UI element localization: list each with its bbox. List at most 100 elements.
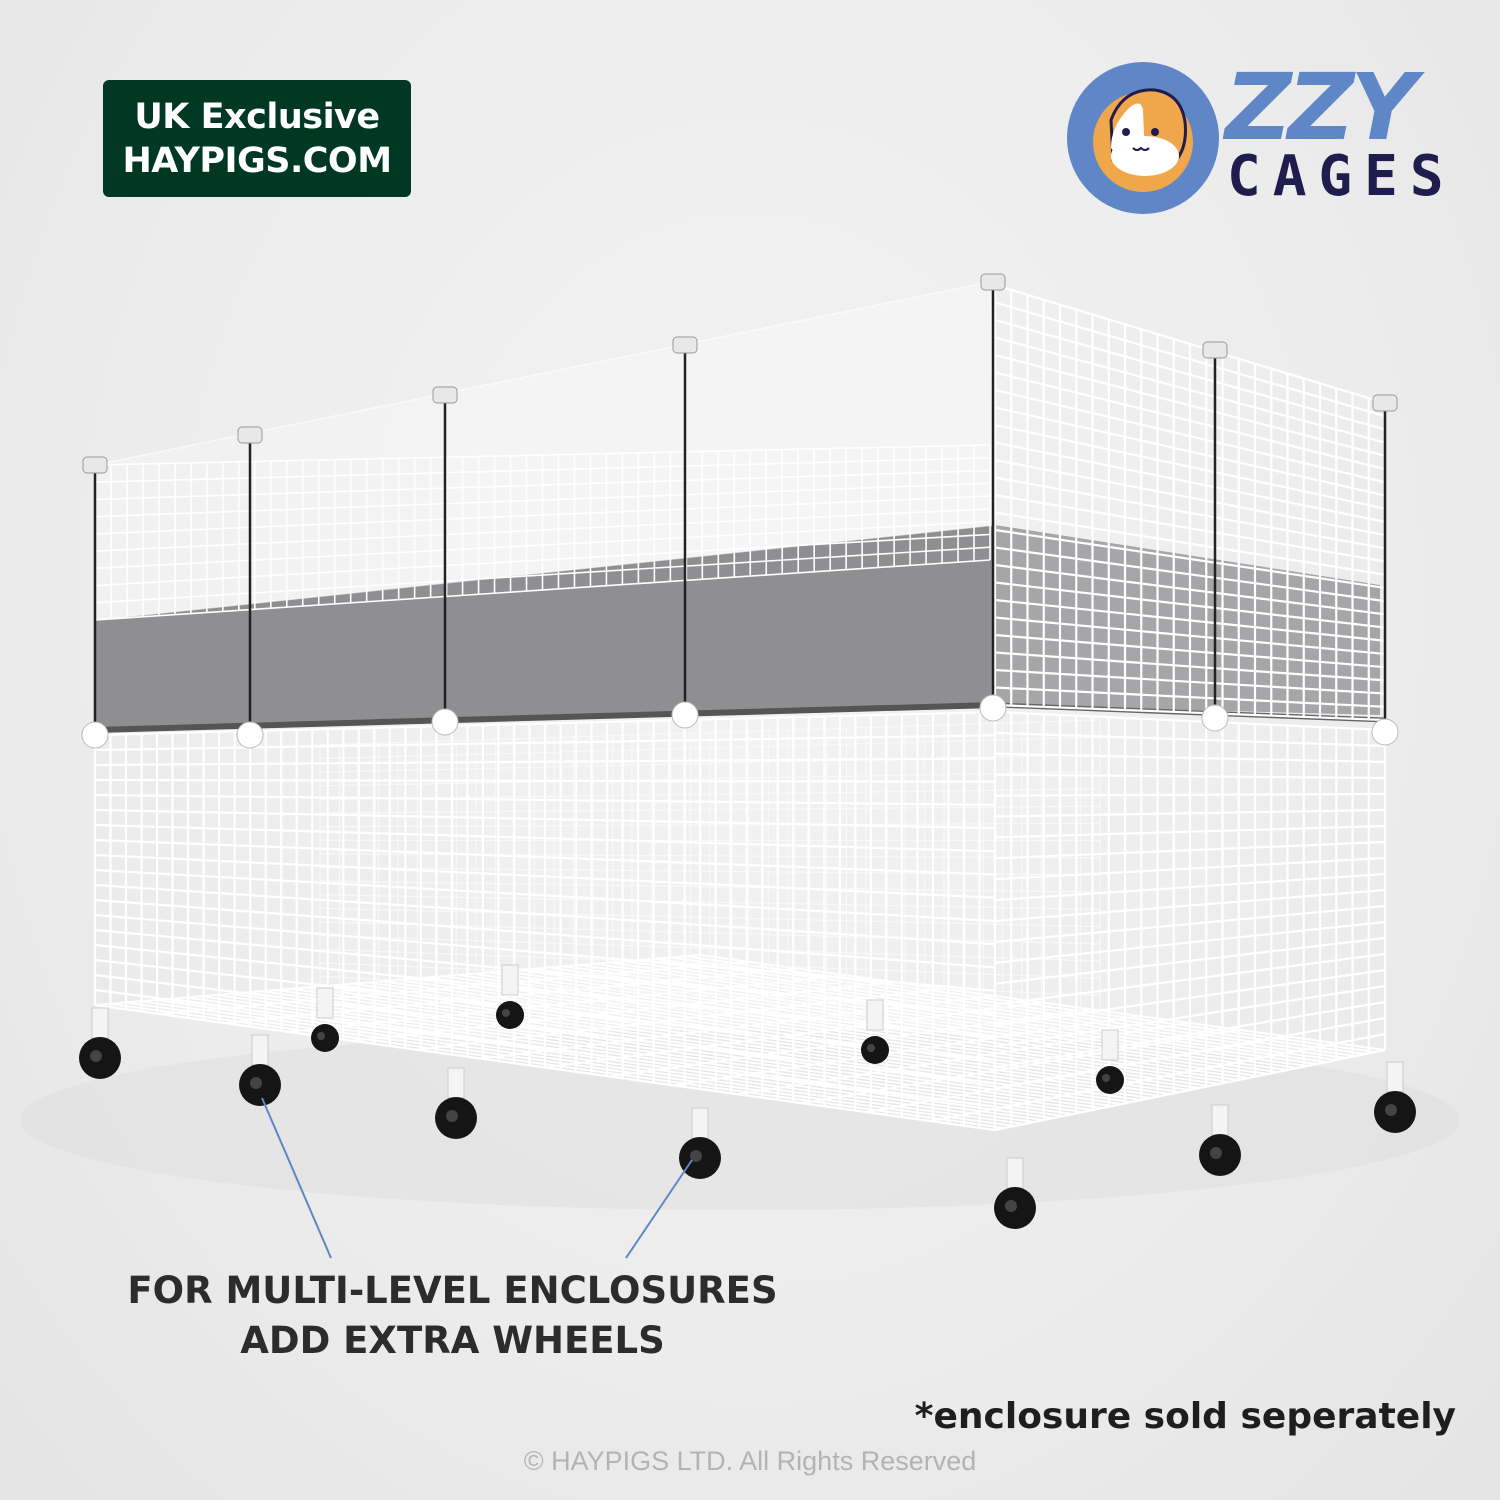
grid-wire xyxy=(994,441,1386,523)
grid-wire xyxy=(94,808,996,830)
grid-wire xyxy=(994,1000,1386,1069)
grid-wire xyxy=(319,989,1101,1031)
connector-cap xyxy=(1202,341,1228,359)
caster-stem xyxy=(1211,1104,1229,1136)
sold-separately-note: *enclosure sold seperately xyxy=(914,1396,1456,1437)
grid-wire xyxy=(994,563,1386,616)
grid-wire xyxy=(319,736,1101,760)
grid-wire xyxy=(994,773,1386,780)
caster-hub xyxy=(446,1110,458,1122)
grid-wire xyxy=(319,753,1101,773)
caster-stem xyxy=(91,1007,109,1039)
grid-wire xyxy=(94,988,996,1108)
caster-wheel-icon xyxy=(496,1001,524,1029)
grid-wire xyxy=(94,943,996,1039)
grid-wire xyxy=(994,633,1386,669)
grid-wire xyxy=(994,936,1386,985)
caster-hub xyxy=(1385,1104,1397,1116)
grid-wire xyxy=(994,920,1386,964)
grid-wire xyxy=(94,868,996,923)
grid-wire xyxy=(994,353,1386,457)
grid-wire xyxy=(94,928,996,1015)
caster-hub xyxy=(690,1150,702,1162)
grid-wire xyxy=(994,840,1386,860)
connector-cap xyxy=(980,273,1006,291)
caster-hub xyxy=(1210,1147,1222,1159)
connector-cap xyxy=(82,456,108,474)
grid-wire xyxy=(994,710,1386,732)
grid-wire xyxy=(994,686,1386,708)
grid-wire xyxy=(94,973,996,1085)
grid-wire xyxy=(352,981,896,1042)
caster-wheel-icon xyxy=(311,1024,339,1052)
grid-wire xyxy=(994,616,1386,656)
grid-wire xyxy=(994,968,1386,1027)
connector-cap xyxy=(432,386,458,404)
grid-wire xyxy=(994,792,1386,797)
caster-stem xyxy=(866,999,884,1031)
grid-wire xyxy=(94,757,996,767)
grid-wire xyxy=(94,1003,996,1132)
grid-wire xyxy=(94,482,991,518)
grid-wire xyxy=(994,984,1386,1048)
grid-wire xyxy=(319,719,1101,746)
logo-wordmark-cages: CAGES xyxy=(1227,144,1456,209)
grid-wire xyxy=(94,559,991,621)
grid-wire xyxy=(994,888,1386,923)
grid-wire xyxy=(94,883,996,946)
callout-pointer-left xyxy=(261,1097,332,1259)
grid-wire xyxy=(319,894,1101,911)
grid-wire xyxy=(159,960,750,1015)
connector xyxy=(671,701,699,729)
connector xyxy=(979,694,1007,722)
wheels-callout: FOR MULTI-LEVEL ENCLOSURES ADD EXTRA WHE… xyxy=(100,1266,805,1366)
grid-wire xyxy=(319,788,1101,801)
caster-hub xyxy=(1005,1200,1017,1212)
caster-hub xyxy=(90,1050,102,1062)
grid-wire xyxy=(94,838,996,876)
grid-wire xyxy=(994,511,1386,576)
ozzy-guinea-pig-logo-icon xyxy=(1067,62,1219,214)
grid-wire xyxy=(994,1032,1386,1111)
grid-wire xyxy=(994,952,1386,1006)
grid-wire xyxy=(994,651,1386,682)
grid-wire xyxy=(994,301,1386,418)
badge-line-1: UK Exclusive xyxy=(134,96,380,137)
grid-wire xyxy=(94,958,996,1062)
grid-wire xyxy=(94,853,996,899)
caster-stem xyxy=(316,987,334,1019)
grid-wire xyxy=(319,907,1101,928)
grid-wire xyxy=(994,283,1386,405)
grid-wire xyxy=(994,493,1386,563)
grid-wire xyxy=(994,458,1386,537)
grid-wire xyxy=(319,948,1101,979)
grid-wire xyxy=(319,975,1101,1014)
grid-wire xyxy=(94,898,996,969)
grid-wire xyxy=(94,508,991,552)
grid-wire xyxy=(994,752,1386,764)
connector xyxy=(431,708,459,736)
grid-wire xyxy=(994,872,1386,902)
connector xyxy=(1201,704,1229,732)
grid-wire xyxy=(287,974,847,1033)
connector xyxy=(236,721,264,749)
grid-wire xyxy=(319,962,1101,997)
grid-wire xyxy=(994,668,1386,695)
callout-pointer-right xyxy=(625,1159,693,1259)
grid-wire xyxy=(994,731,1386,748)
grid-wire xyxy=(319,880,1101,893)
grid-wire xyxy=(994,423,1386,510)
grid-wire xyxy=(94,469,991,501)
caster-hub xyxy=(1102,1074,1110,1082)
grid-wire xyxy=(994,406,1386,497)
grid-wire xyxy=(994,388,1386,484)
grid-wire xyxy=(994,856,1386,881)
grid-wire xyxy=(994,904,1386,943)
grid-wire xyxy=(994,546,1386,603)
grid-wire xyxy=(994,703,1386,722)
grid-wire xyxy=(94,533,991,587)
grid-wire xyxy=(94,778,996,783)
grid-wire xyxy=(994,476,1386,550)
connector-cap xyxy=(672,336,698,354)
